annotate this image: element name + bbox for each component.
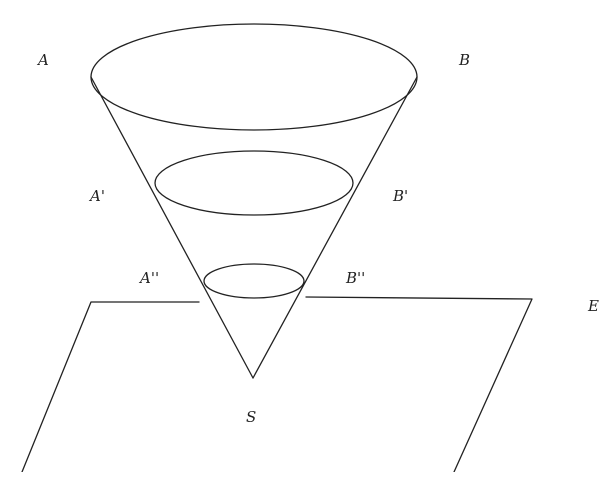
plane-e-right-edge <box>305 296 533 473</box>
label-b-prime: B' <box>393 187 409 205</box>
label-s: S <box>246 408 257 426</box>
ellipse-ab <box>90 23 418 131</box>
label-a-double-prime: A'' <box>140 269 160 287</box>
label-b: B <box>459 51 471 69</box>
cone-right-edge <box>252 76 418 379</box>
label-a: A <box>38 51 49 69</box>
ellipse-a2b2 <box>203 263 305 299</box>
label-e: E <box>588 297 599 315</box>
plane-e-left-top-edge <box>21 301 200 473</box>
label-b-double-prime: B'' <box>346 269 366 287</box>
label-a-prime: A' <box>90 187 105 205</box>
cone-left-edge <box>90 76 254 379</box>
ellipse-a1b1 <box>154 150 354 216</box>
